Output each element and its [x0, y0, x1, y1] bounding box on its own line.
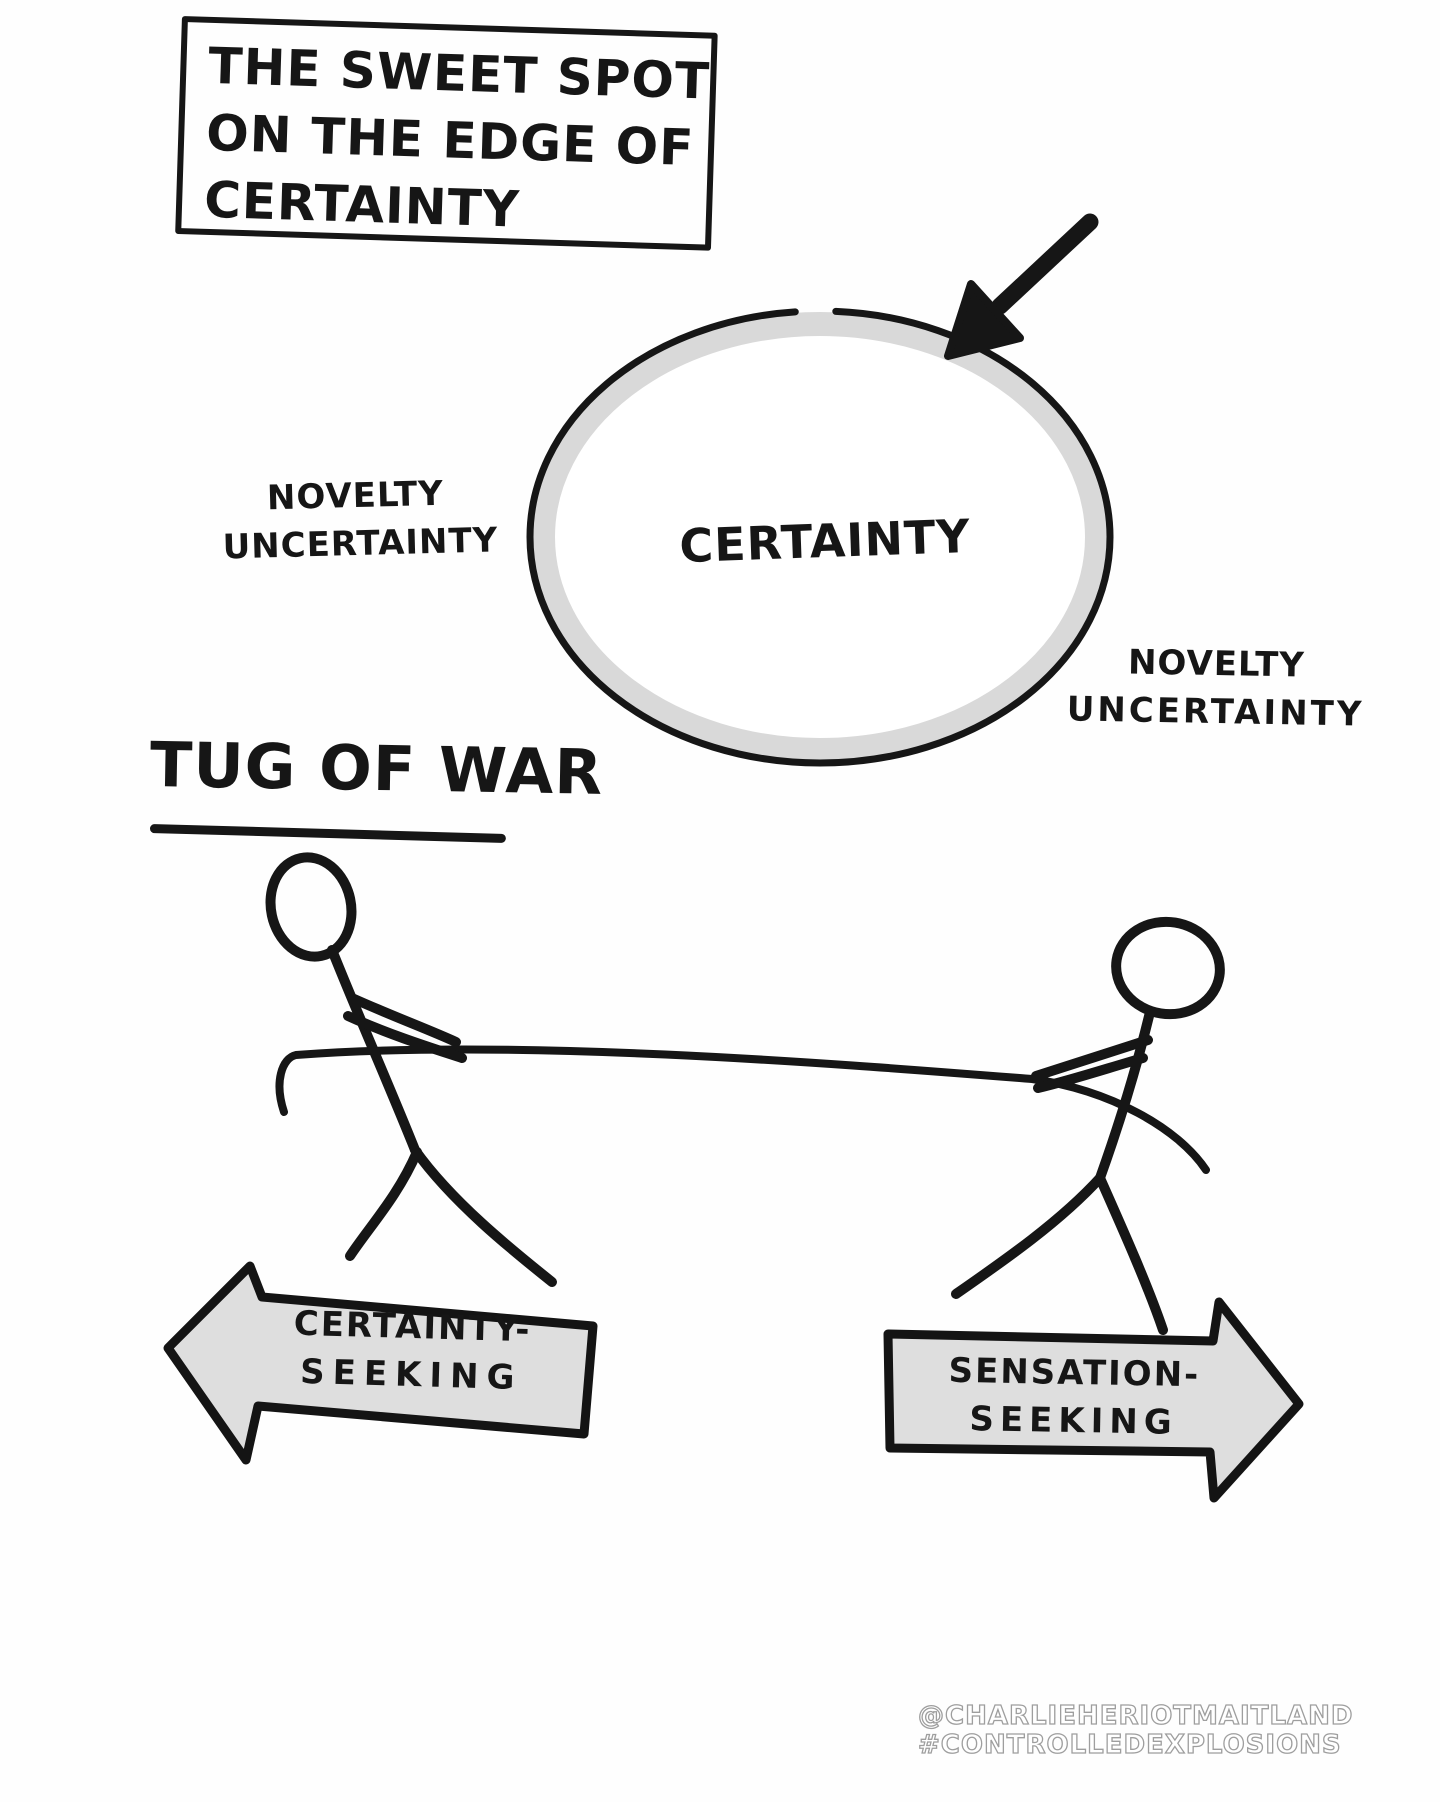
sensation-seeking-arrow-label: SENSATION- SEEKING [917, 1345, 1231, 1446]
sensation-seeking-line-2: SEEKING [969, 1399, 1179, 1443]
watermark-hashtag: #CONTROLLEDEXPLOSIONS [917, 1730, 1342, 1760]
certainty-circle-label: CERTAINTY [678, 508, 972, 574]
certainty-circle [526, 307, 1114, 767]
tug-of-war-heading: TUG OF WAR [149, 727, 604, 809]
novelty-uncertainty-label-left: NOVELTY UNCERTAINTY [221, 469, 499, 572]
novelty-label-left: NOVELTY [266, 473, 445, 519]
title-box: THE SWEET SPOT ON THE EDGE OF CERTAINTY [175, 16, 718, 251]
sensation-seeking-arrow-shape [883, 1297, 1304, 1503]
watermark-handle: @CHARLIEHERIOTMAITLAND [917, 1701, 1354, 1731]
sensation-seeking-line-1: SENSATION- [948, 1350, 1201, 1396]
certainty-seeking-arrow-label: CERTAINTY- SEEKING [261, 1298, 564, 1402]
certainty-seeking-line-1: CERTAINTY- [293, 1303, 533, 1351]
uncertainty-label-right: UNCERTAINTY [1066, 689, 1365, 735]
stick-figure-left [265, 852, 557, 1287]
certainty-seeking-arrow-shape [163, 1261, 598, 1465]
novelty-label-right: NOVELTY [1127, 642, 1306, 686]
edge-pointer-arrow [944, 213, 1099, 360]
novelty-uncertainty-label-right: NOVELTY UNCERTAINTY [1065, 637, 1367, 738]
watermark: @CHARLIEHERIOTMAITLAND #CONTROLLEDEXPLOS… [917, 1701, 1354, 1760]
certainty-seeking-line-2: SEEKING [299, 1351, 523, 1399]
stick-figure-right [951, 916, 1225, 1335]
uncertainty-label-left: UNCERTAINTY [222, 520, 499, 568]
